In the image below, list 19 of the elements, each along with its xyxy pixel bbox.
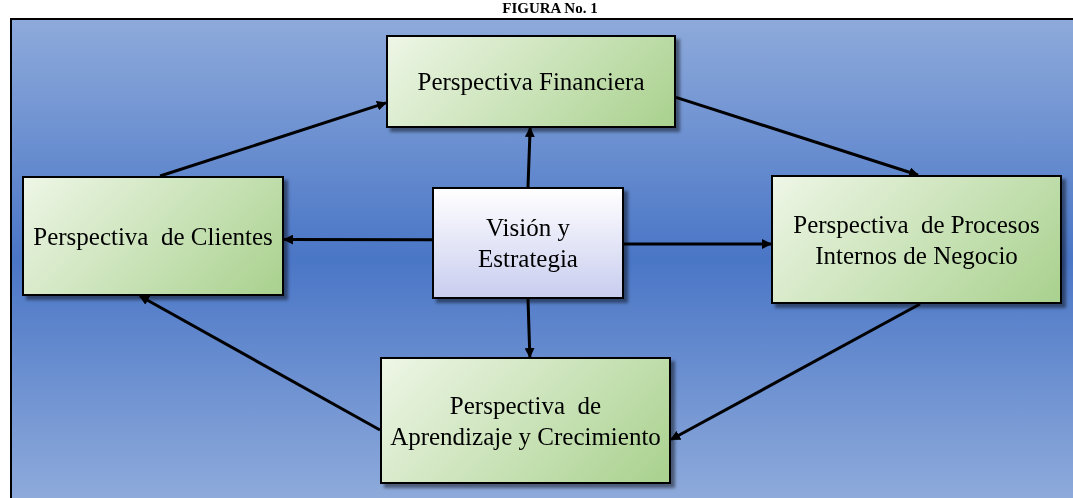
perspective-box [380, 357, 671, 484]
figure-title: FIGURA No. 1 [501, 0, 599, 17]
arrow [670, 302, 921, 441]
box-label: Perspectiva de Procesos Internos de Negocio [792, 209, 1041, 271]
perspective-box [386, 35, 676, 128]
arrow [624, 239, 772, 249]
box-label: Perspectiva de Clientes [33, 221, 273, 252]
perspective-box [771, 175, 1062, 304]
perspective-box [432, 187, 624, 299]
box-label: Perspectiva de Aprendizaje y Crecimiento [390, 390, 661, 452]
arrow [159, 100, 387, 178]
arrow [524, 127, 535, 188]
perspective-box [22, 176, 284, 296]
arrow [675, 95, 919, 177]
box-label: Perspectiva Financiera [417, 67, 645, 97]
arrow [524, 298, 535, 358]
arrow [283, 234, 432, 245]
arrow [139, 294, 381, 432]
box-label: Visión y Estrategia [477, 213, 579, 274]
